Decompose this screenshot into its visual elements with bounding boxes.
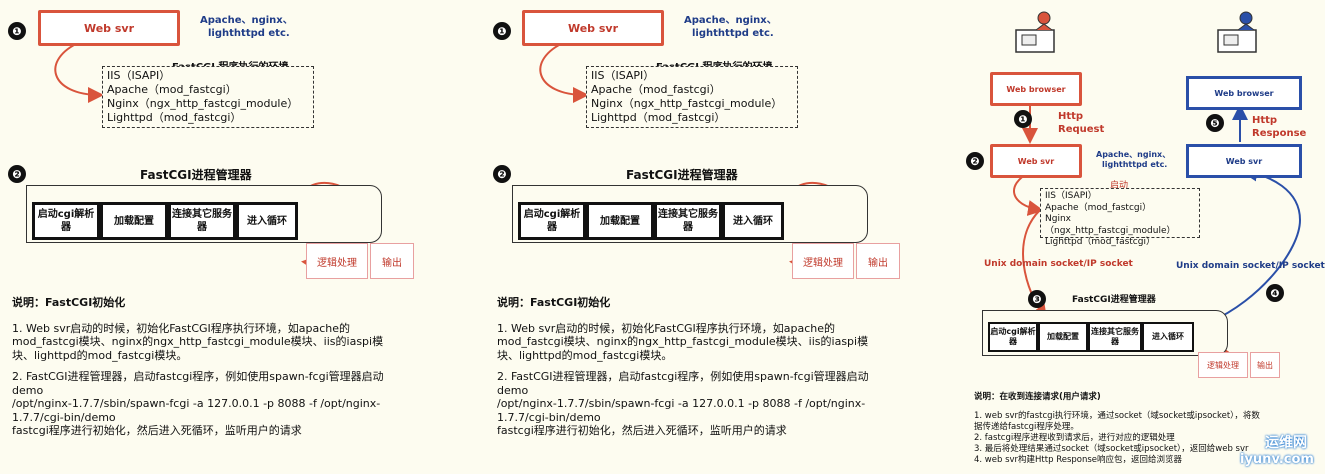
user-red-icon — [1015, 11, 1055, 53]
description-para-2a: 2. FastCGI进程管理器，启动fastcgi程序，例如使用spawn-fc… — [12, 370, 384, 397]
mgr-step-load-config: 加载配置 — [586, 202, 654, 240]
env-item: Lighttpd（mod_fastcgi） — [591, 111, 726, 124]
description-para-2b: /opt/nginx-1.7.7/sbin/spawn-fcgi -a 127.… — [497, 397, 866, 424]
servers-note: Apache、nginx、 lighthttpd etc. — [1096, 150, 1170, 170]
env-box: IIS（ISAPI） Apache（mod_fastcgi） Nginx（ngx… — [1040, 188, 1200, 247]
step-2-marker: ❷ — [8, 165, 26, 183]
description-para-2c: fastcgi程序进行初始化，然后进入死循环，监听用户的请求 — [497, 424, 787, 437]
step-5-marker: ❺ — [1206, 114, 1224, 132]
description-para-2c: fastcgi程序进行初始化，然后进入死循环，监听用户的请求 — [12, 424, 302, 437]
logic-box: 逻辑处理 — [1198, 352, 1248, 378]
http-response-label: Http Response — [1252, 114, 1306, 140]
web-svr-box: Web svr — [990, 144, 1082, 178]
servers-note-line-1: Apache、nginx、 — [1096, 150, 1171, 159]
description-para-2a: 2. FastCGI进程管理器，启动fastcgi程序，例如使用spawn-fc… — [497, 370, 869, 397]
http-request-label: Http Request — [1058, 110, 1104, 136]
output-box: 输出 — [1250, 352, 1280, 378]
servers-note: Apache、nginx、 lighthttpd etc. — [200, 14, 293, 40]
mgr-step-start-parser: 启动cgi解析器 — [988, 322, 1038, 352]
env-item: Apache（mod_fastcgi） — [107, 83, 237, 96]
description-item: 1. web svr的fastcgi执行环境，通过socket（域socket或… — [974, 411, 1260, 432]
output-box: 输出 — [856, 243, 900, 279]
mgr-step-start-parser: 启动cgi解析器 — [32, 202, 100, 240]
servers-note-line-1: Apache、nginx、 — [200, 15, 293, 26]
servers-note-line-2: lighthttpd etc. — [692, 28, 774, 39]
mgr-step-load-config: 加载配置 — [1038, 322, 1088, 352]
description: 说明：在收到连接请求(用户请求) 1. web svr的fastcgi执行环境，… — [974, 392, 1260, 466]
servers-note-line-2: lighthttpd etc. — [1102, 160, 1168, 169]
description: 说明：FastCGI初始化 1. Web svr启动的时候，初始化FastCGI… — [12, 296, 404, 438]
http-request-line-2: Request — [1058, 124, 1105, 135]
description-item: 3. 最后将处理结果通过socket（域socket或ipsocket），返回给… — [974, 444, 1249, 454]
step-1-marker: ❶ — [493, 22, 511, 40]
logic-box: 逻辑处理 — [306, 243, 368, 279]
description-para-1: 1. Web svr启动的时候，初始化FastCGI程序执行环境，如apache… — [12, 321, 384, 362]
mgr-step-start-parser: 启动cgi解析器 — [518, 202, 586, 240]
http-request-line-1: Http — [1058, 111, 1084, 122]
logic-box: 逻辑处理 — [792, 243, 854, 279]
manager-title: FastCGI进程管理器 — [626, 168, 738, 182]
mgr-step-connect: 连接其它服务器 — [654, 202, 722, 240]
socket-label-right: Unix domain socket/IP socket — [1176, 261, 1325, 271]
manager-title: FastCGI进程管理器 — [140, 168, 252, 182]
web-browser-box: Web browser — [990, 72, 1082, 106]
step-1-marker: ❶ — [8, 22, 26, 40]
env-item: Nginx（ngx_http_fastcgi_module） — [107, 97, 299, 110]
env-item: Apache（mod_fastcgi） — [1045, 202, 1152, 213]
mgr-step-loop: 进入循环 — [1142, 322, 1194, 352]
web-svr-box: Web svr — [522, 10, 664, 46]
manager-title: FastCGI进程管理器 — [1072, 295, 1156, 305]
env-item: Lighttpd（mod_fastcgi） — [107, 111, 242, 124]
mgr-step-connect: 连接其它服务器 — [168, 202, 236, 240]
env-item: Nginx（ngx_http_fastcgi_module） — [591, 97, 783, 110]
servers-note-line-2: lighthttpd etc. — [208, 28, 290, 39]
env-item: IIS（ISAPI） — [107, 69, 171, 82]
output-box: 输出 — [370, 243, 414, 279]
env-box: IIS（ISAPI） Apache（mod_fastcgi） Nginx（ngx… — [586, 66, 798, 128]
servers-note-line-1: Apache、nginx、 — [684, 15, 777, 26]
step-2-marker: ❷ — [493, 165, 511, 183]
http-response-line-2: Response — [1252, 128, 1307, 139]
description-heading: 说明：在收到连接请求(用户请求) — [974, 392, 1101, 402]
watermark-cn: 运维网 — [1265, 435, 1307, 451]
socket-label-left: Unix domain socket/IP socket — [984, 259, 1133, 269]
description-item: 2. fastcgi程序进程收到请求后，进行对应的逻辑处理 — [974, 433, 1175, 443]
servers-note: Apache、nginx、 lighthttpd etc. — [684, 14, 777, 40]
web-svr-box: Web svr — [38, 10, 180, 46]
mgr-step-loop: 进入循环 — [722, 202, 784, 240]
description-heading: 说明：FastCGI初始化 — [497, 296, 611, 309]
http-response-line-1: Http — [1252, 115, 1278, 126]
env-item: Lighttpd（mod_fastcgi） — [1045, 237, 1155, 247]
description: 说明：FastCGI初始化 1. Web svr启动的时候，初始化FastCGI… — [497, 296, 889, 438]
mgr-step-loop: 进入循环 — [236, 202, 298, 240]
description-item: 4. web svr构建Http Response响应包，返回给浏览器 — [974, 455, 1183, 465]
mgr-step-load-config: 加载配置 — [100, 202, 168, 240]
description-para-1: 1. Web svr启动的时候，初始化FastCGI程序执行环境，如apache… — [497, 321, 869, 362]
web-svr-box: Web svr — [1186, 144, 1302, 178]
env-item: Nginx（ngx_http_fastcgi_module） — [1045, 214, 1176, 236]
env-item: IIS（ISAPI） — [591, 69, 655, 82]
step-1-marker: ❶ — [1014, 110, 1032, 128]
env-item: Apache（mod_fastcgi） — [591, 83, 721, 96]
user-blue-icon — [1217, 11, 1257, 53]
description-para-2b: /opt/nginx-1.7.7/sbin/spawn-fcgi -a 127.… — [12, 397, 381, 424]
mgr-step-connect: 连接其它服务器 — [1088, 322, 1142, 352]
env-item: IIS（ISAPI） — [1045, 191, 1097, 201]
description-heading: 说明：FastCGI初始化 — [12, 296, 126, 309]
watermark-url: iyunv.com — [1240, 452, 1314, 467]
env-box: IIS（ISAPI） Apache（mod_fastcgi） Nginx（ngx… — [102, 66, 314, 128]
step-4-marker: ❹ — [1266, 284, 1284, 302]
step-3-marker: ❸ — [1028, 290, 1046, 308]
web-browser-box: Web browser — [1186, 76, 1302, 110]
step-2-marker: ❷ — [966, 152, 984, 170]
start-label: 启动 — [1110, 181, 1129, 191]
